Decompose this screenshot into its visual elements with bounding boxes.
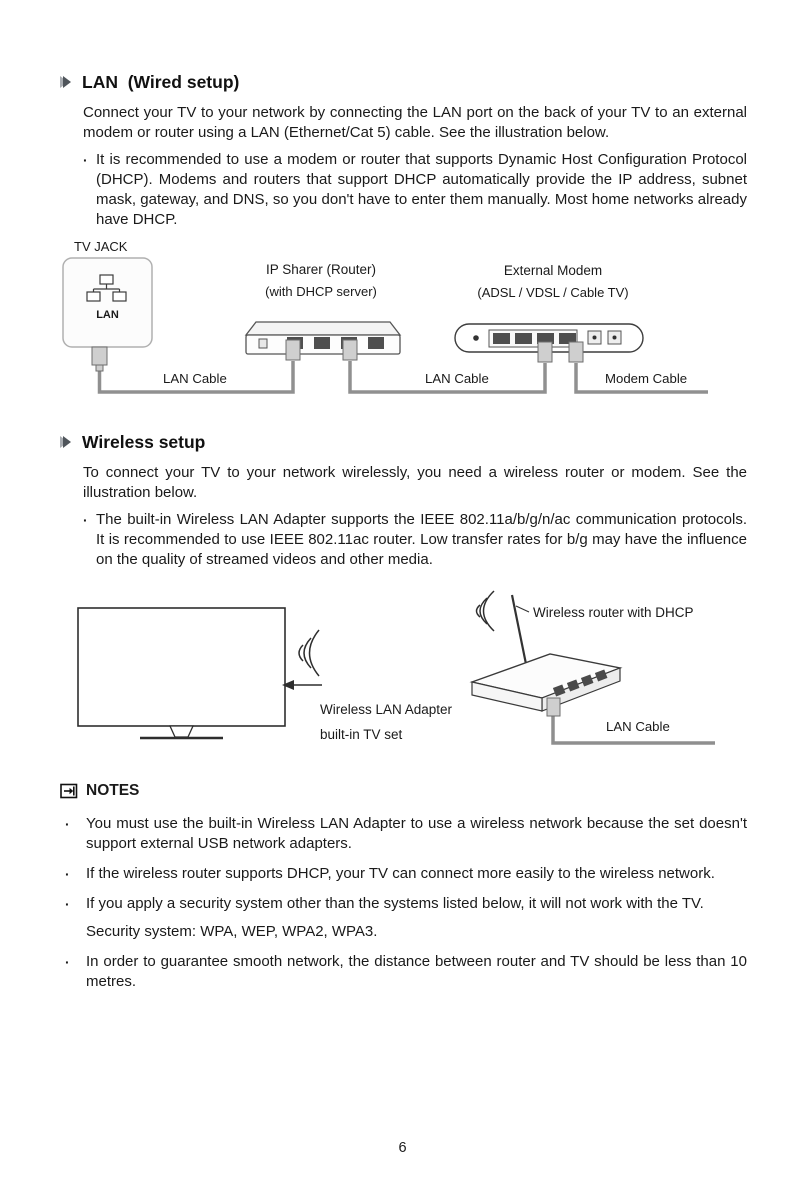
bullet-marker: ·: [65, 954, 70, 970]
wireless-section-title-text: Wireless setup: [82, 432, 206, 452]
lan-section-title-text: LAN (Wired setup): [82, 72, 240, 92]
note-item: · In order to guarantee smooth network, …: [60, 952, 747, 992]
antenna: [510, 594, 528, 665]
adapter-sublabel: built-in TV set: [320, 727, 403, 742]
bullet-marker: ·: [83, 152, 88, 168]
lan-cables: [97, 361, 708, 394]
modem-cable-label: Modem Cable: [605, 371, 687, 386]
cable-plugs: [91, 339, 584, 372]
security-system-line: Security system: WPA, WEP, WPA2, WPA3.: [86, 923, 378, 940]
antenna-wifi-waves-icon: [475, 590, 495, 632]
modem-sublabel: (ADSL / VDSL / Cable TV): [477, 285, 628, 300]
section-arrow-icon: [60, 435, 72, 449]
wifi-waves-icon: [298, 629, 320, 677]
wireless-setup-diagram: Wireless LAN Adapter built-in TV set Wir…: [77, 590, 715, 745]
note-text: In order to guarantee smooth network, th…: [86, 953, 747, 990]
adapter-label: Wireless LAN Adapter: [320, 702, 453, 717]
note-text: If the wireless router supports DHCP, yo…: [86, 865, 715, 882]
lan-port-label: LAN: [96, 309, 119, 321]
bullet-marker: ·: [65, 896, 70, 912]
router-label: IP Sharer (Router): [266, 262, 376, 277]
notes-section: NOTES · You must use the built-in Wirele…: [60, 781, 747, 992]
router-lan-cable: [551, 714, 715, 745]
section-arrow-icon: [60, 75, 72, 89]
left-arrow-icon: [282, 680, 322, 690]
wireless-bullet-item: · The built-in Wireless LAN Adapter supp…: [83, 510, 747, 570]
wireless-section-title: Wireless setup: [60, 430, 747, 454]
cable-plug: [546, 697, 561, 717]
tv-jack-box: LAN: [62, 257, 153, 348]
wireless-bullet-text: The built-in Wireless LAN Adapter suppor…: [96, 511, 747, 568]
lan-section-title: LAN (Wired setup): [60, 70, 747, 94]
bullet-marker: ·: [83, 512, 88, 528]
tv-illustration: [77, 607, 286, 740]
lan-network-icon: [86, 274, 127, 302]
notes-icon: [60, 783, 78, 799]
modem-label: External Modem: [504, 263, 602, 278]
note-item: · If the wireless router supports DHCP, …: [60, 864, 747, 884]
wireless-cable-label: LAN Cable: [606, 719, 670, 734]
tv-to-router-cable-label: LAN Cable: [163, 371, 227, 386]
lan-bullet-text: It is recommended to use a modem or rout…: [96, 151, 747, 228]
router-to-modem-cable-label: LAN Cable: [425, 371, 489, 386]
wireless-section: Wireless setup To connect your TV to you…: [60, 430, 747, 570]
wireless-intro-paragraph: To connect your TV to your network wirel…: [83, 464, 747, 501]
wireless-router-illustration: [469, 590, 623, 712]
modem-illustration: [454, 323, 644, 353]
page-number: 6: [398, 1140, 407, 1156]
router-illustration: [244, 321, 402, 355]
note-text: You must use the built-in Wireless LAN A…: [86, 815, 747, 852]
bullet-marker: ·: [65, 816, 70, 832]
notes-title: NOTES: [86, 782, 140, 799]
lan-wired-section: LAN (Wired setup) Connect your TV to you…: [60, 70, 747, 230]
lan-intro-paragraph: Connect your TV to your network by conne…: [83, 104, 747, 141]
router-sublabel: (with DHCP server): [265, 284, 377, 299]
tv-jack-label: TV JACK: [74, 239, 128, 254]
bullet-marker: ·: [65, 866, 70, 882]
wired-setup-diagram: TV JACK LAN: [62, 239, 708, 394]
wireless-router-label: Wireless router with DHCP: [533, 605, 694, 620]
note-item: · You must use the built-in Wireless LAN…: [60, 814, 747, 854]
note-text: If you apply a security system other tha…: [86, 895, 704, 912]
note-item: · If you apply a security system other t…: [60, 894, 747, 914]
notes-header: NOTES: [60, 781, 747, 801]
lan-bullet-item: · It is recommended to use a modem or ro…: [83, 150, 747, 230]
